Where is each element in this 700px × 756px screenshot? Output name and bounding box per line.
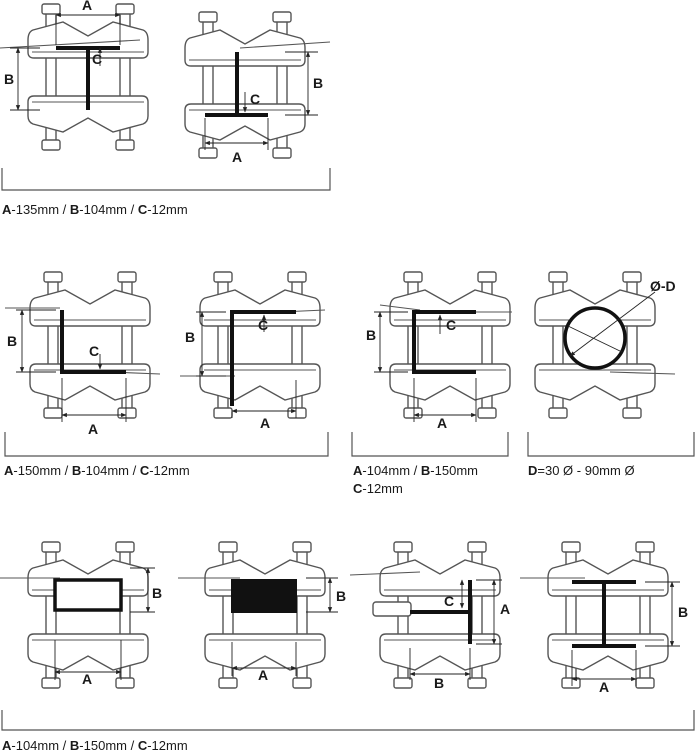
dim-b-label: B bbox=[185, 329, 195, 345]
dim-a-label: A bbox=[82, 671, 92, 687]
dim-b-label: B bbox=[7, 333, 17, 349]
row3-bracket bbox=[1, 710, 695, 731]
row2-diagram-1: A B C bbox=[5, 271, 161, 437]
dim-a-label: A bbox=[500, 601, 510, 617]
dim-a-label: A bbox=[437, 415, 447, 431]
row2-diagram-2: A B C bbox=[180, 271, 326, 431]
row2-bracket-right bbox=[527, 432, 695, 457]
dim-b-label: B bbox=[336, 588, 346, 604]
row1-bracket bbox=[1, 168, 331, 191]
row1-diagram-1: A B C bbox=[0, 0, 149, 151]
row3-diagram-1: A B bbox=[0, 541, 162, 689]
row2-right-caption: D=30 Ø - 90mm Ø bbox=[528, 463, 635, 478]
row3-diagram-4: A B bbox=[520, 541, 688, 695]
row1-diagram-2: A B C bbox=[184, 11, 331, 165]
row2-left-caption: A-150mm / B-104mm / C-12mm bbox=[4, 463, 190, 478]
dim-b-label: B bbox=[434, 675, 444, 691]
dim-a-label: A bbox=[258, 667, 268, 683]
dim-c-label: C bbox=[250, 91, 260, 107]
dim-d-label: Ø-D bbox=[650, 278, 676, 294]
row3-diagram-2: A B bbox=[178, 541, 346, 689]
row2-bracket-left bbox=[4, 432, 329, 457]
dim-a-label: A bbox=[599, 679, 609, 695]
row2-mid-caption: A-104mm / B-150mm bbox=[353, 463, 478, 478]
dim-b-label: B bbox=[366, 327, 376, 343]
dim-a-label: A bbox=[232, 149, 242, 165]
dim-b-label: B bbox=[678, 604, 688, 620]
dim-a-label: A bbox=[260, 415, 270, 431]
row3-caption: A-104mm / B-150mm / C-12mm bbox=[2, 738, 188, 753]
row2-diagram-3: A B C bbox=[366, 271, 512, 431]
dim-b-label: B bbox=[4, 71, 14, 87]
dim-a-label: A bbox=[82, 0, 92, 13]
dim-b-label: B bbox=[313, 75, 323, 91]
pipe-circle bbox=[563, 306, 627, 370]
row2-bracket-mid bbox=[351, 432, 509, 457]
dim-c-label: C bbox=[258, 317, 268, 333]
dim-c-label: C bbox=[444, 593, 454, 609]
row1-caption: A-135mm / B-104mm / C-12mm bbox=[2, 202, 188, 217]
dim-c-label: C bbox=[92, 51, 102, 67]
dim-b-label: B bbox=[152, 585, 162, 601]
dim-a-label: A bbox=[88, 421, 98, 437]
row2-mid-caption-line2: C-12mm bbox=[353, 481, 403, 496]
row3-diagram-3: B A C bbox=[349, 541, 510, 691]
row2-diagram-4: Ø-D bbox=[534, 271, 676, 419]
dim-c-label: C bbox=[446, 317, 456, 333]
dim-c-label: C bbox=[89, 343, 99, 359]
